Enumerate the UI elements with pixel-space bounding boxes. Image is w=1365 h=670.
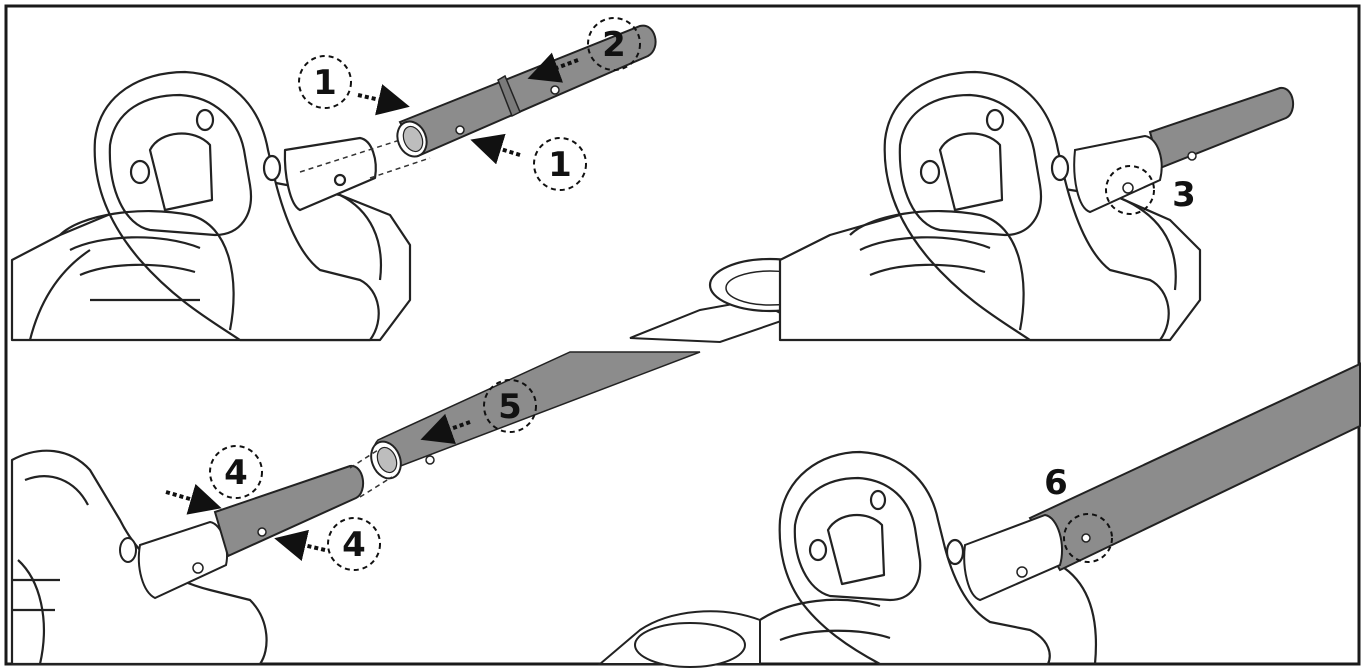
step-1-marker-b: 1 (533, 137, 587, 191)
svg-text:4: 4 (342, 525, 366, 565)
step-4-marker-b: 4 (327, 517, 381, 571)
motor-unit (778, 70, 1202, 342)
svg-text:5: 5 (498, 387, 522, 427)
panel-step-3: 3 (629, 70, 1295, 344)
step-4-marker-a: 4 (209, 445, 263, 499)
step-6-marker: 6 (1044, 463, 1113, 563)
motor-unit (10, 70, 412, 342)
svg-text:1: 1 (548, 145, 572, 185)
panel-step-4-5: 4 4 5 (10, 351, 701, 666)
svg-text:3: 3 (1172, 175, 1196, 215)
step-3-marker: 3 (1105, 165, 1196, 215)
panel-step-6: 6 (597, 362, 1361, 668)
step-1-marker-a: 1 (298, 55, 352, 109)
step-2-marker: 2 (587, 17, 641, 71)
svg-text:4: 4 (224, 453, 248, 493)
svg-text:1: 1 (313, 63, 337, 103)
motor-unit (759, 450, 1097, 666)
panel-step-1-2: 1 1 2 (10, 17, 657, 342)
step-5-marker: 5 (483, 379, 537, 433)
svg-text:6: 6 (1044, 463, 1068, 503)
svg-text:2: 2 (602, 25, 626, 65)
